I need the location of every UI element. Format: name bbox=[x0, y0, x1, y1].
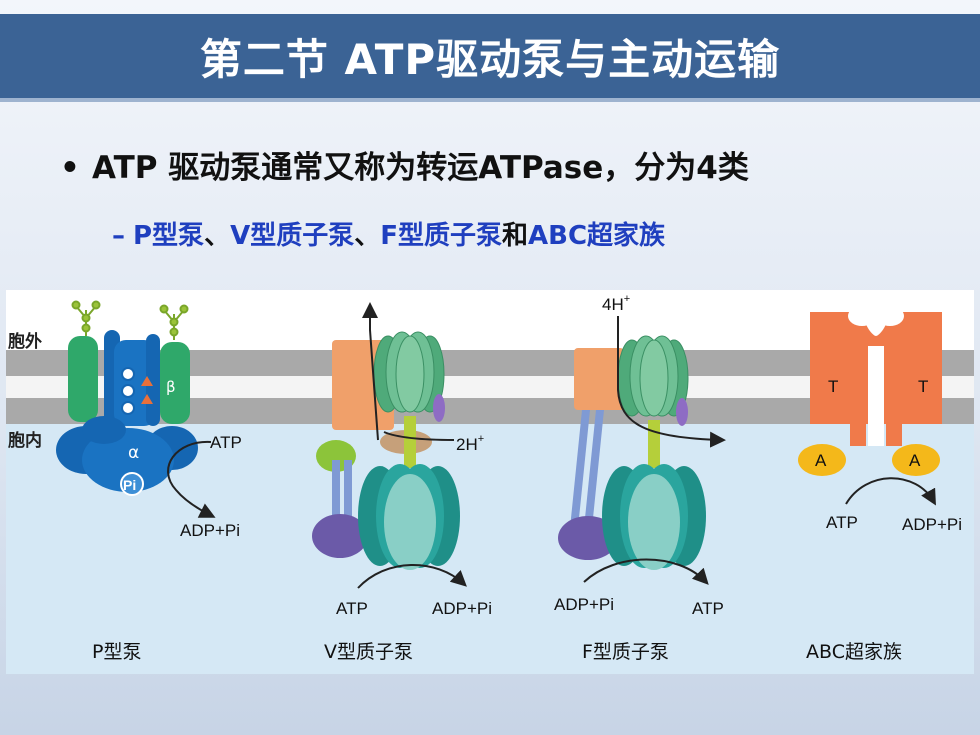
abc-t2-label: T bbox=[918, 377, 928, 396]
abc-atp-label: ATP bbox=[826, 513, 858, 532]
p-atp-label: ATP bbox=[210, 433, 242, 452]
sub-abc: ABC超家族 bbox=[528, 221, 666, 251]
f-pump-caption: F型质子泵 bbox=[582, 641, 669, 663]
abc-a2-label: A bbox=[909, 451, 921, 470]
glycan-left-icon bbox=[71, 300, 101, 336]
p-beta-label: β bbox=[166, 378, 176, 396]
abc-adp-label: ADP+Pi bbox=[902, 515, 962, 534]
bullet-text: ATP 驱动泵通常又称为转运ATPase，分为4类 bbox=[92, 150, 749, 186]
main-bullet: • ATP 驱动泵通常又称为转运ATPase，分为4类 bbox=[60, 142, 749, 187]
v-pump-caption: V型质子泵 bbox=[324, 641, 413, 663]
f-adp-label: ADP+Pi bbox=[554, 595, 614, 614]
abc-a1-label: A bbox=[815, 451, 827, 470]
sub-and: 和 bbox=[501, 221, 528, 251]
abc-transporter: T T A A ATP ADP+Pi ABC超家族 bbox=[798, 306, 962, 663]
f-proton-label: 4H+ bbox=[602, 293, 630, 314]
bullet-symbol: • bbox=[60, 150, 80, 186]
label-extracellular: 胞外 bbox=[8, 331, 42, 352]
sub-f-pump: F型质子泵 bbox=[380, 221, 502, 251]
p-adp-label: ADP+Pi bbox=[180, 521, 240, 540]
v-type-pump: 2H+ ATP ADP+Pi V型质子泵 bbox=[312, 302, 492, 663]
sub-v-pump: V型质子泵 bbox=[230, 221, 355, 251]
p-pi-label: Pi bbox=[123, 477, 136, 493]
abc-caption: ABC超家族 bbox=[806, 641, 902, 663]
v-atp-label: ATP bbox=[336, 599, 368, 618]
sub-bullet-dash: – bbox=[112, 221, 125, 251]
f-type-pump: 4H+ ADP+Pi ATP F型质子泵 bbox=[554, 293, 726, 663]
abc-t1-label: T bbox=[828, 377, 838, 396]
v-proton-label: 2H+ bbox=[456, 433, 484, 454]
title-bar: 第二节 ATP驱动泵与主动运输 bbox=[0, 14, 980, 102]
pump-diagram: 胞外 胞内 β α bbox=[6, 290, 974, 674]
sub-sep-1: 、 bbox=[204, 221, 231, 251]
sub-sep-2: 、 bbox=[354, 221, 381, 251]
p-pump-caption: P型泵 bbox=[92, 641, 141, 663]
sub-bullet: –P型泵、V型质子泵、F型质子泵和ABC超家族 bbox=[112, 215, 665, 252]
membrane-middle bbox=[6, 376, 974, 398]
v-adp-label: ADP+Pi bbox=[432, 599, 492, 618]
sub-p-pump: P型泵 bbox=[133, 221, 205, 251]
label-intracellular: 胞内 bbox=[8, 430, 42, 451]
glycan-right-icon bbox=[159, 304, 189, 340]
p-type-pump: β α Pi ATP ADP+Pi P型泵 bbox=[56, 300, 242, 663]
f-atp-label: ATP bbox=[692, 599, 724, 618]
page-title: 第二节 ATP驱动泵与主动运输 bbox=[199, 34, 781, 84]
p-alpha-label: α bbox=[128, 443, 139, 463]
